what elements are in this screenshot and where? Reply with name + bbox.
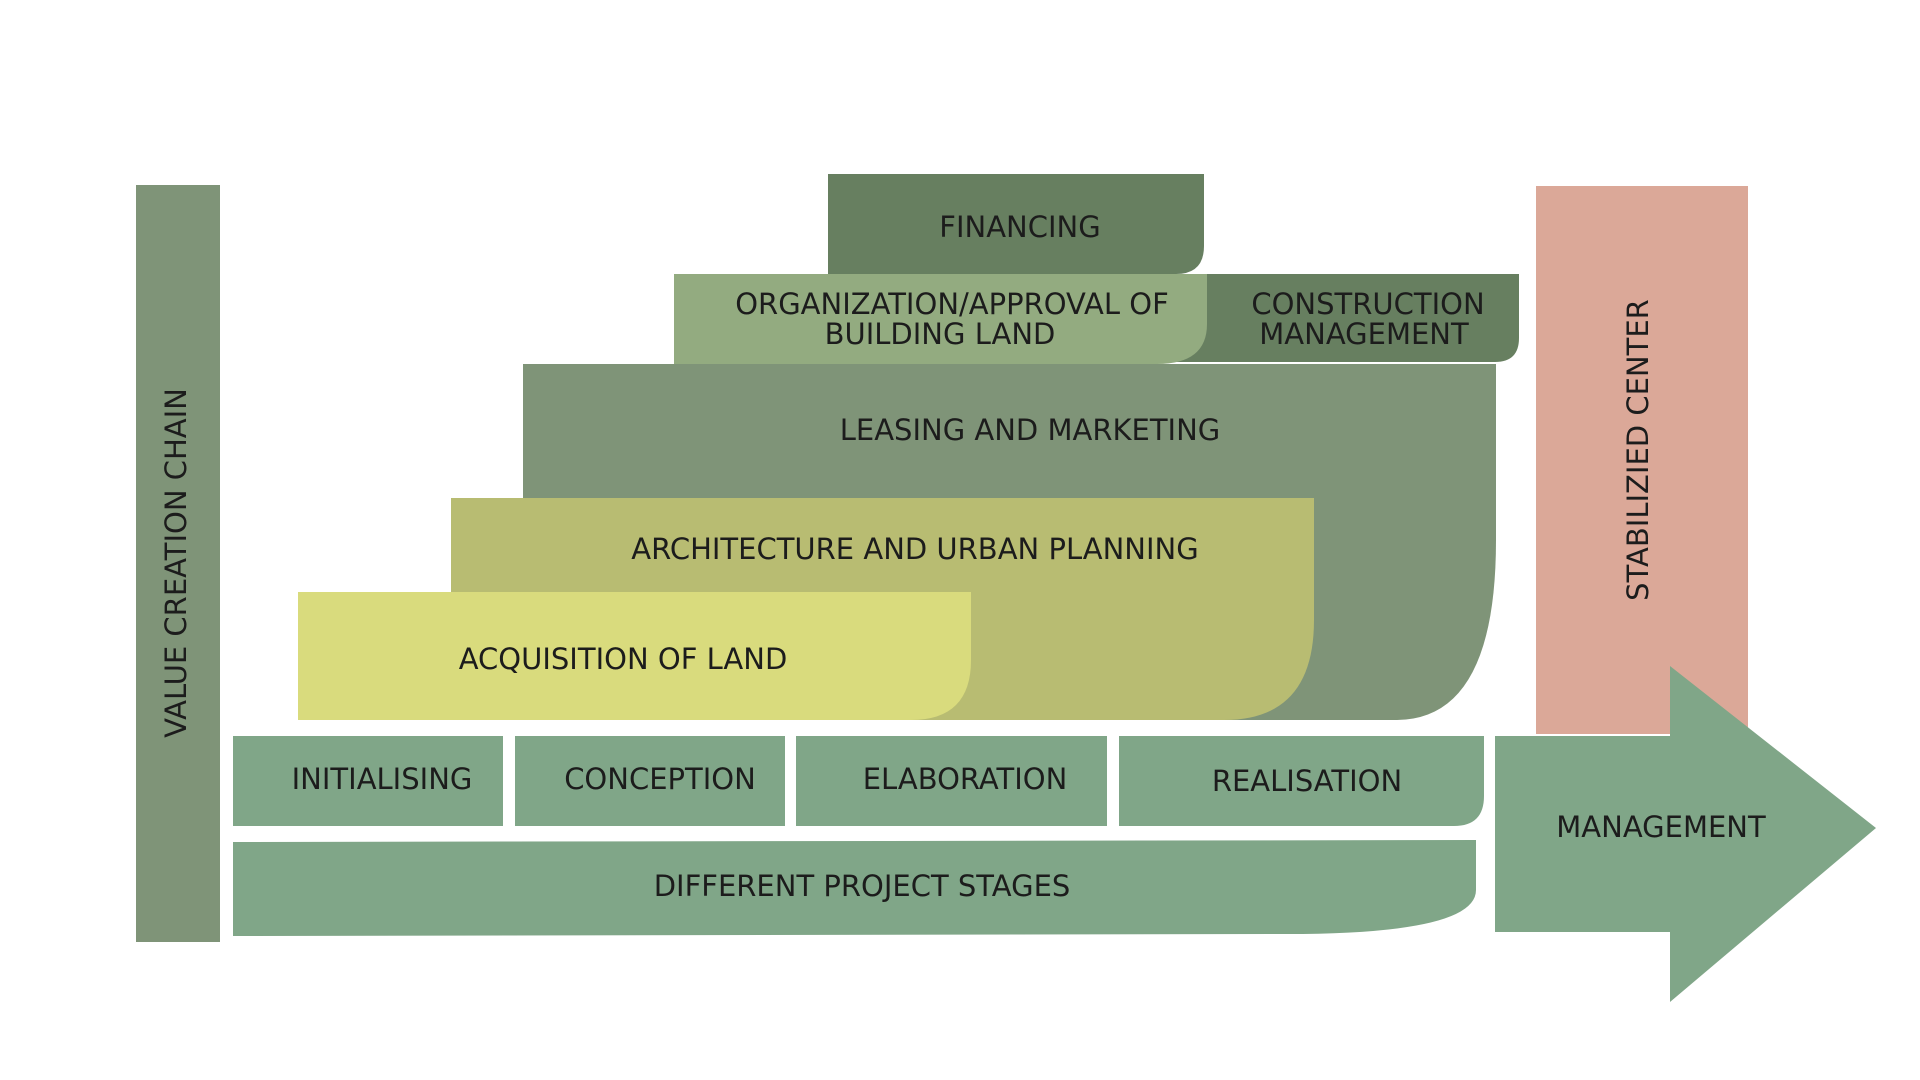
organization-label-line2: BUILDING LAND [825, 317, 1056, 351]
project-stages-bar [233, 840, 1476, 936]
stabilized-center-label: STABILIZIED CENTER [1621, 299, 1655, 601]
financing-block [828, 174, 1204, 274]
stage-realisation [1119, 736, 1484, 826]
management-arrow [1495, 666, 1876, 1002]
stage-initialising [233, 736, 503, 826]
stage-elaboration-label: ELABORATION [863, 762, 1068, 796]
value-creation-chain-label: VALUE CREATION CHAIN [159, 388, 193, 738]
acquisition-label: ACQUISITION OF LAND [459, 642, 788, 676]
organization-block [674, 274, 1207, 364]
stage-realisation-label: REALISATION [1212, 764, 1402, 798]
stage-conception-label: CONCEPTION [564, 762, 756, 796]
value-creation-chain-bar [136, 185, 220, 942]
financing-label: FINANCING [939, 210, 1100, 244]
stage-initialising-label: INITIALISING [292, 762, 473, 796]
construction-management-label-line1: CONSTRUCTION [1251, 287, 1484, 321]
construction-management-block [1176, 274, 1519, 362]
acquisition-block [298, 592, 971, 720]
stage-elaboration [796, 736, 1107, 826]
leasing-marketing-label: LEASING AND MARKETING [840, 413, 1221, 447]
project-stages-label: DIFFERENT PROJECT STAGES [654, 869, 1071, 903]
stage-conception [515, 736, 785, 826]
construction-management-label-line2: MANAGEMENT [1259, 317, 1469, 351]
organization-label-line1: ORGANIZATION/APPROVAL OF [735, 287, 1169, 321]
management-label: MANAGEMENT [1556, 810, 1766, 844]
stabilized-center-bar [1536, 186, 1748, 734]
architecture-label: ARCHITECTURE AND URBAN PLANNING [631, 532, 1198, 566]
